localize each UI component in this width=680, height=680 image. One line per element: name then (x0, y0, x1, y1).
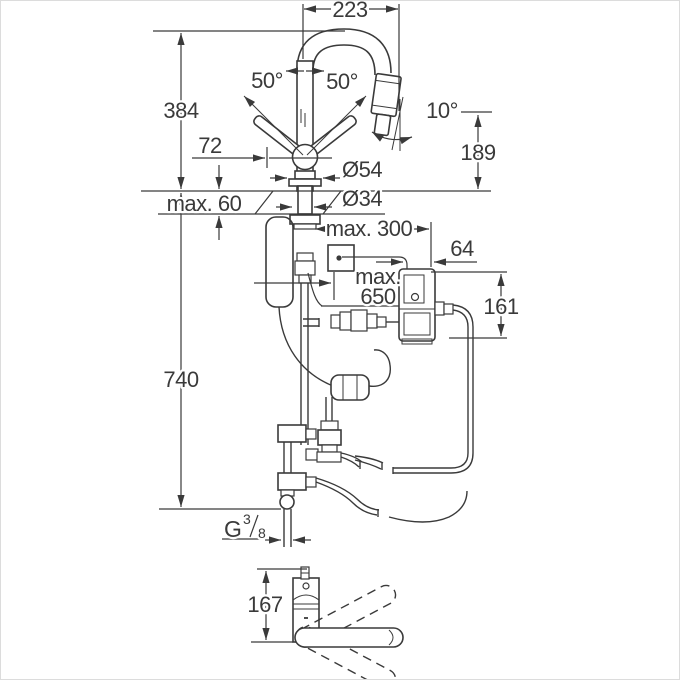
dim-side-view-height: 167 (247, 592, 282, 617)
dim-max-cable-length-2: 650 (360, 284, 395, 309)
spout-outer-arc (296, 28, 392, 74)
dim-spray-angle: 10° (426, 98, 458, 123)
supply-tail (283, 509, 292, 547)
dim-control-box-height: 161 (483, 294, 518, 319)
mounting-nut (289, 214, 321, 225)
spout-inner-arc (312, 44, 376, 76)
spout-side (294, 627, 404, 648)
power-cable (342, 256, 408, 269)
dim-spout-reach: 223 (332, 1, 367, 22)
spray-head (370, 72, 402, 137)
dim-max-deck-thickness: max. 60 (167, 191, 242, 216)
plug-dot (336, 255, 342, 261)
dim-hole-diameter: Ø34 (342, 186, 382, 211)
dim-supply-length: 740 (163, 367, 198, 392)
side-view-faucet (292, 566, 404, 679)
tee-fitting-lower (277, 472, 307, 491)
hose-weight (330, 374, 370, 401)
dimension-labels: 223 384 740 max. 60 Ø54 Ø34 50° 50° 72 1… (161, 1, 521, 619)
installation-view (265, 216, 474, 547)
dim-outlet-height: 189 (460, 140, 495, 165)
dim-spout-height: 384 (163, 98, 198, 123)
dim-max-cable-length-1: max. (355, 264, 401, 289)
dim-thread-prefix: G (224, 516, 241, 542)
supply-nut (279, 494, 295, 510)
base-flange (288, 178, 322, 187)
dim-thread-denominator: 8 (258, 525, 266, 541)
dim-control-box-depth: 64 (450, 236, 474, 261)
dim-lever-angle-right: 50° (326, 69, 358, 94)
hose-loop (265, 216, 294, 308)
outlet-hose (393, 304, 474, 474)
dim-lever-angle-left: 50° (251, 68, 283, 93)
dimension-annotations (141, 4, 507, 643)
tee-fitting-upper (277, 424, 307, 443)
dim-max-control-distance: max. 300 (326, 216, 413, 241)
dim-base-diameter: Ø54 (342, 157, 382, 182)
dim-lever-projection: 72 (198, 133, 222, 158)
dim-thread-numerator: 3 (243, 511, 251, 527)
check-valve (320, 420, 339, 431)
